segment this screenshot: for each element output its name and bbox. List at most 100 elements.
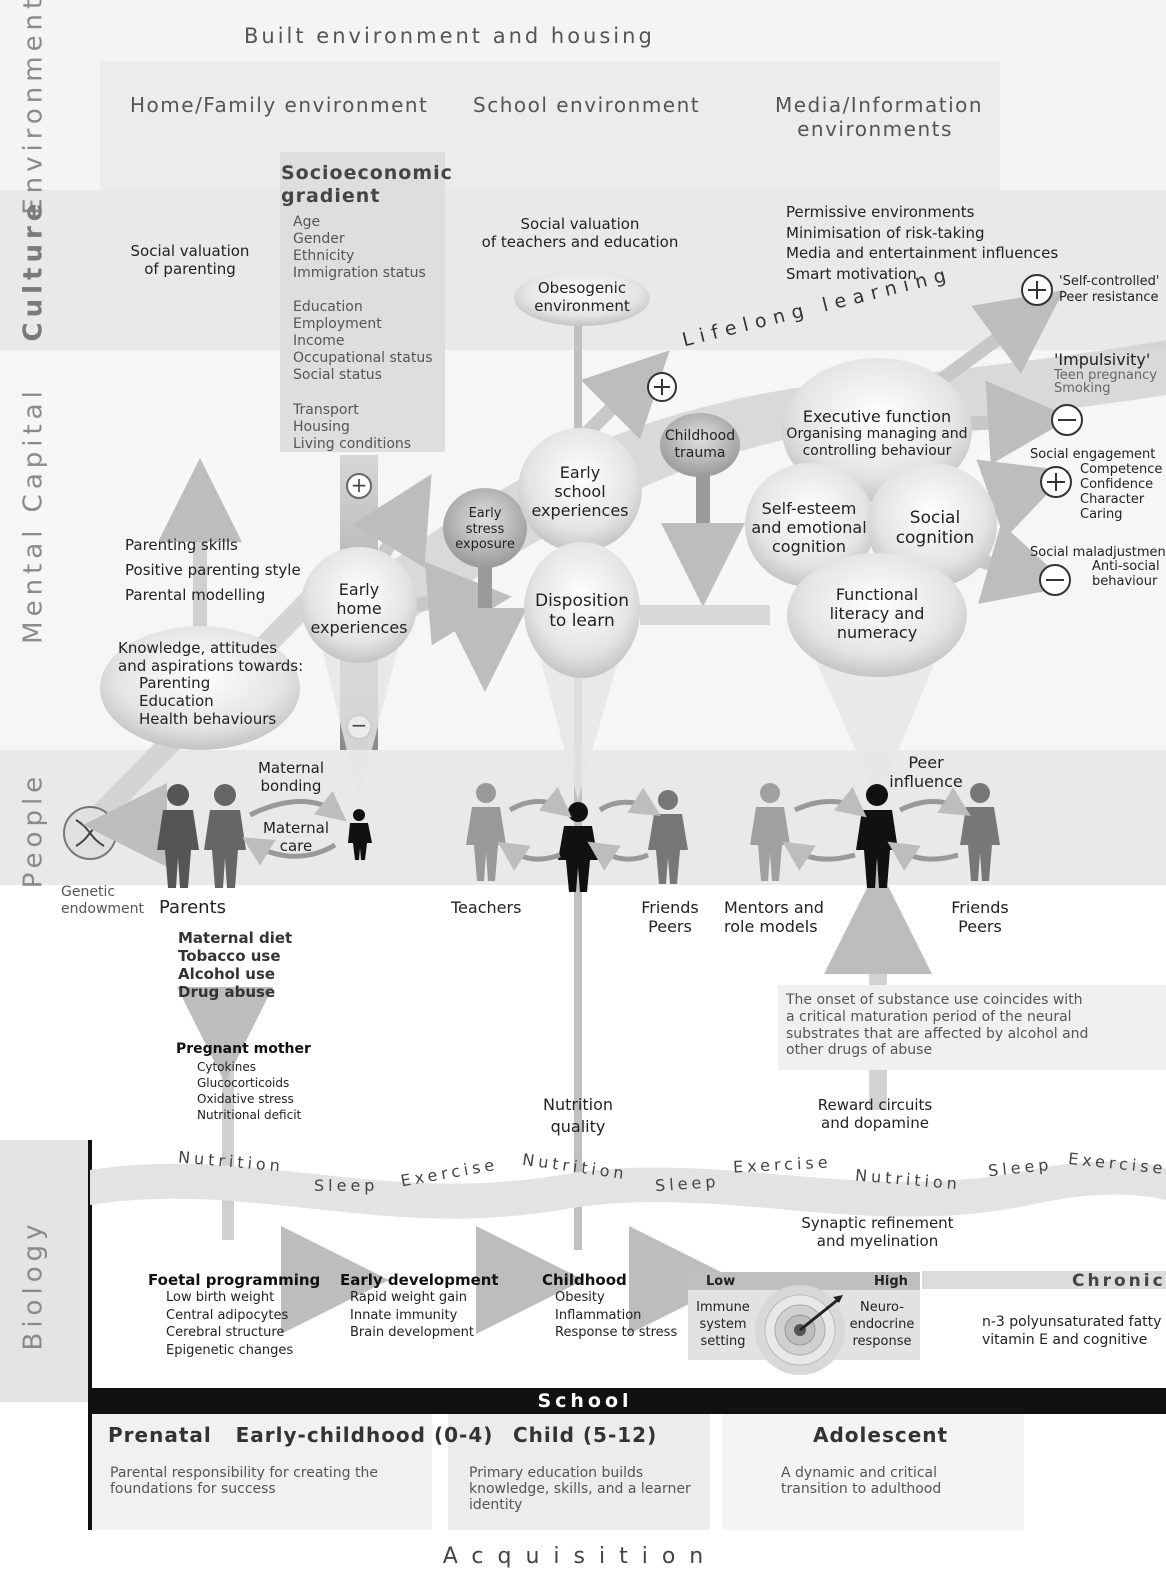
knowledge-bubble	[100, 626, 300, 750]
plus-outcome-icon	[647, 372, 677, 402]
parent-figure-2	[204, 784, 246, 888]
stage-desc-adolescent: A dynamic and critical transition to adu…	[781, 1465, 942, 1498]
parent-figure-1	[157, 784, 199, 888]
home-env-panel	[100, 62, 1000, 190]
functional-bubble	[787, 553, 967, 677]
adolescent-figure	[856, 784, 898, 888]
stage-panel-prenatal	[92, 1414, 432, 1530]
maladjustment-minus-icon	[1039, 564, 1071, 596]
friend-figure-1	[648, 790, 688, 884]
stage-desc-prenatal: Parental responsibility for creating the…	[110, 1465, 378, 1498]
interaction-arrows	[242, 786, 971, 871]
chronic-label: Chronic	[1072, 1271, 1166, 1291]
wave-word-sleep-1: Sleep	[314, 1176, 379, 1195]
band-label-mental-capital: Mental Capital	[18, 386, 49, 644]
self-esteem-bubble	[745, 463, 875, 587]
socioeconomic-panel	[280, 152, 445, 452]
biology-band	[0, 1140, 90, 1402]
engagement-plus-icon	[1040, 466, 1072, 498]
mentor-figure	[750, 783, 790, 881]
band-label-people: People	[18, 771, 49, 889]
stage-desc-child: Primary education builds knowledge, skil…	[469, 1465, 691, 1514]
friend-figure-2	[960, 783, 1000, 881]
childhood-trauma-bubble	[660, 413, 740, 477]
stage-title-prenatal: Prenatal Early-childhood (0-4)	[108, 1423, 494, 1447]
obesogenic-bubble	[514, 270, 650, 326]
self-controlled-label: 'Self-controlled'Peer resistance	[1059, 274, 1160, 305]
band-label-culture: Culture	[18, 198, 49, 342]
impulsivity-minus-icon	[1051, 404, 1083, 436]
gradient-minus-sign: −	[350, 713, 368, 737]
gauge-low-label: Low	[706, 1274, 736, 1289]
substance-use-note: The onset of substance use coincides wit…	[786, 992, 1089, 1059]
home-environment-heading: Home/Family environment	[130, 93, 429, 117]
gauge-high-label: High	[874, 1274, 908, 1289]
dna-icon	[63, 806, 117, 860]
disposition-bubble	[524, 542, 640, 678]
teacher-figure	[466, 783, 506, 881]
social-engagement-outcome: Social engagement Competence Confidence …	[1030, 447, 1163, 522]
school-bar	[90, 1388, 1166, 1414]
band-label-environments: Environments	[18, 0, 49, 215]
substance-note-box	[778, 985, 1166, 1070]
stage-title-child: Child (5-12)	[513, 1423, 658, 1447]
early-home-cone	[320, 640, 400, 800]
early-stress-bubble	[443, 488, 527, 568]
early-school-bubble	[518, 428, 642, 552]
social-maladjustment-outcome: Social maladjustment Anti-social behavio…	[1030, 545, 1166, 589]
self-controlled-plus-icon	[1021, 274, 1053, 306]
stress-gauge	[688, 1272, 920, 1375]
child-figure	[348, 809, 372, 860]
arrow-home-up	[352, 473, 432, 568]
built-environment-heading: Built environment and housing	[244, 24, 655, 48]
wave-ribbon	[90, 1161, 1166, 1219]
stage-title-adolescent: Adolescent	[813, 1423, 949, 1447]
stage-panel-adolescent	[722, 1414, 1024, 1530]
impulsivity-outcome: 'Impulsivity' Teen pregnancy Smoking	[1054, 350, 1157, 397]
teachers-label: Teachers	[451, 898, 522, 917]
school-environment-heading: School environment	[473, 93, 701, 117]
acquisition-label: Acquisition	[442, 1544, 718, 1569]
early-home-bubble	[301, 547, 417, 663]
parents-label: Parents	[159, 897, 226, 918]
band-label-biology: Biology	[18, 1219, 49, 1351]
executive-function: Executive function Organising managing a…	[786, 407, 968, 459]
school-bar-label: School	[537, 1390, 633, 1412]
